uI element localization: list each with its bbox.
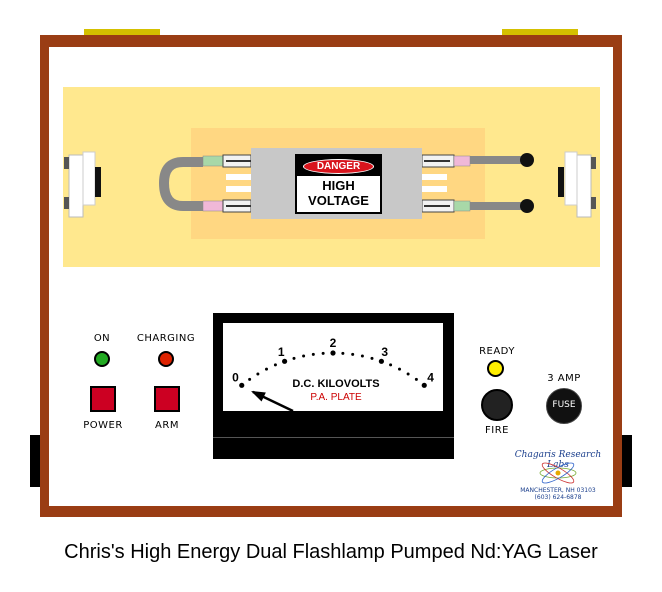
on-label: ON xyxy=(93,333,111,344)
top-handle-left xyxy=(84,29,160,36)
meter-scale-label: 4 xyxy=(427,371,434,385)
meter-tick xyxy=(330,350,336,356)
danger-oval xyxy=(303,159,374,174)
meter-needle-tip xyxy=(251,390,266,402)
meter-tick xyxy=(311,352,315,356)
meter-title: D.C. KILOVOLTS xyxy=(292,378,380,390)
flashlamp-lower xyxy=(202,199,471,213)
fire-label: FIRE xyxy=(485,425,509,436)
on-indicator-lamp xyxy=(94,351,110,367)
meter-tick xyxy=(239,382,245,388)
power-switch[interactable] xyxy=(90,386,116,412)
side-handle-right xyxy=(622,435,632,487)
fuse-cap-label: FUSE xyxy=(552,400,576,410)
meter-tick xyxy=(351,352,355,356)
logo-city: MANCHESTER, NH 03103 xyxy=(520,487,596,494)
meter-tick xyxy=(302,354,306,358)
side-handle-left xyxy=(30,435,40,487)
ready-label: READY xyxy=(479,346,515,357)
laser-head-diagram xyxy=(64,148,596,219)
meter-tick xyxy=(292,356,296,360)
danger-label: DANGER xyxy=(316,161,361,172)
meter-scale-label: 2 xyxy=(330,336,337,350)
meter-tick xyxy=(360,354,364,358)
fuse-holder[interactable]: FUSE xyxy=(546,388,582,424)
meter-tick xyxy=(389,363,393,367)
meter-tick xyxy=(398,367,402,371)
logo-name: Chagaris Research Labs xyxy=(514,450,602,470)
coolant-loop xyxy=(158,157,203,211)
meter-scale-label: 3 xyxy=(381,345,388,359)
danger-sign: DANGER HIGH VOLTAGE xyxy=(295,154,382,214)
meter-tick xyxy=(281,358,288,364)
top-handle-right xyxy=(502,29,578,36)
meter-tick xyxy=(406,372,410,376)
meter-tick xyxy=(264,367,268,371)
meter-scale: 0 1 2 3 4 xyxy=(232,336,434,413)
fuse-rating-label: 3 AMP xyxy=(547,373,581,384)
meter-tick xyxy=(421,382,427,388)
arm-label: ARM xyxy=(155,420,179,431)
meter-tick xyxy=(378,358,385,364)
ready-indicator-lamp xyxy=(487,360,504,377)
charging-label: CHARGING xyxy=(136,333,196,344)
fire-button[interactable] xyxy=(481,389,513,421)
danger-line1: HIGH xyxy=(322,178,355,193)
meter-tick xyxy=(414,377,418,381)
danger-line2: VOLTAGE xyxy=(308,193,369,208)
kilovolt-meter xyxy=(213,313,454,459)
meter-scale-label: 0 xyxy=(232,371,239,385)
meter-scale-label: 1 xyxy=(278,345,285,359)
output-coupler-mount xyxy=(558,151,596,218)
atom-logo-icon xyxy=(539,462,577,484)
meter-tick xyxy=(321,351,325,355)
logo-phone: (603) 624-6878 xyxy=(534,494,582,501)
meter-tick xyxy=(256,372,260,376)
meter-subtitle: P.A. PLATE xyxy=(310,392,362,403)
meter-tick xyxy=(370,356,374,360)
rear-mirror-mount xyxy=(64,151,101,218)
arm-switch[interactable] xyxy=(154,386,180,412)
figure-caption: Chris's High Energy Dual Flashlamp Pumpe… xyxy=(64,541,598,563)
flashlamp-upper xyxy=(202,154,471,168)
meter-tick xyxy=(248,377,252,381)
meter-tick xyxy=(273,363,277,367)
power-label: POWER xyxy=(83,420,123,431)
charging-indicator-lamp xyxy=(158,351,174,367)
meter-tick xyxy=(341,351,345,355)
meter-lower-trim xyxy=(213,437,454,438)
company-logo: Chagaris Research Labs MANCHESTER, NH 03… xyxy=(505,450,611,505)
